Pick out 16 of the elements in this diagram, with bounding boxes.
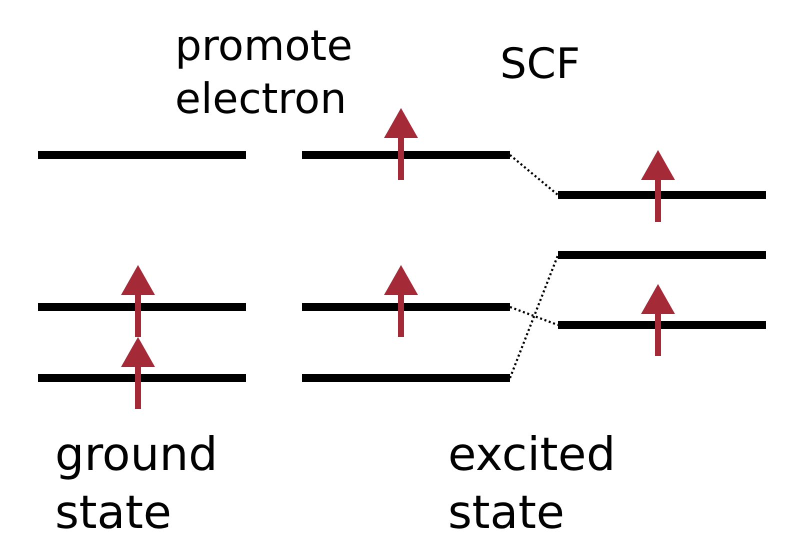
energy-level-bar [38,151,246,159]
energy-level-bar [558,321,766,329]
annotation-text: promote electron [175,20,354,125]
energy-level-bar [38,374,246,382]
annotation-text: SCF [500,38,582,90]
column-caption: ground state [55,426,219,541]
energy-level-bar [38,303,246,311]
energy-level-bar [302,151,510,159]
column-caption: excited state [448,426,617,541]
energy-level-bar [302,303,510,311]
energy-level-bar [558,191,766,199]
dotted-connector-line [510,306,558,326]
energy-level-bar [302,374,510,382]
dotted-connector-line [508,254,560,378]
energy-level-bar [558,251,766,259]
dotted-connector-line [509,154,559,196]
